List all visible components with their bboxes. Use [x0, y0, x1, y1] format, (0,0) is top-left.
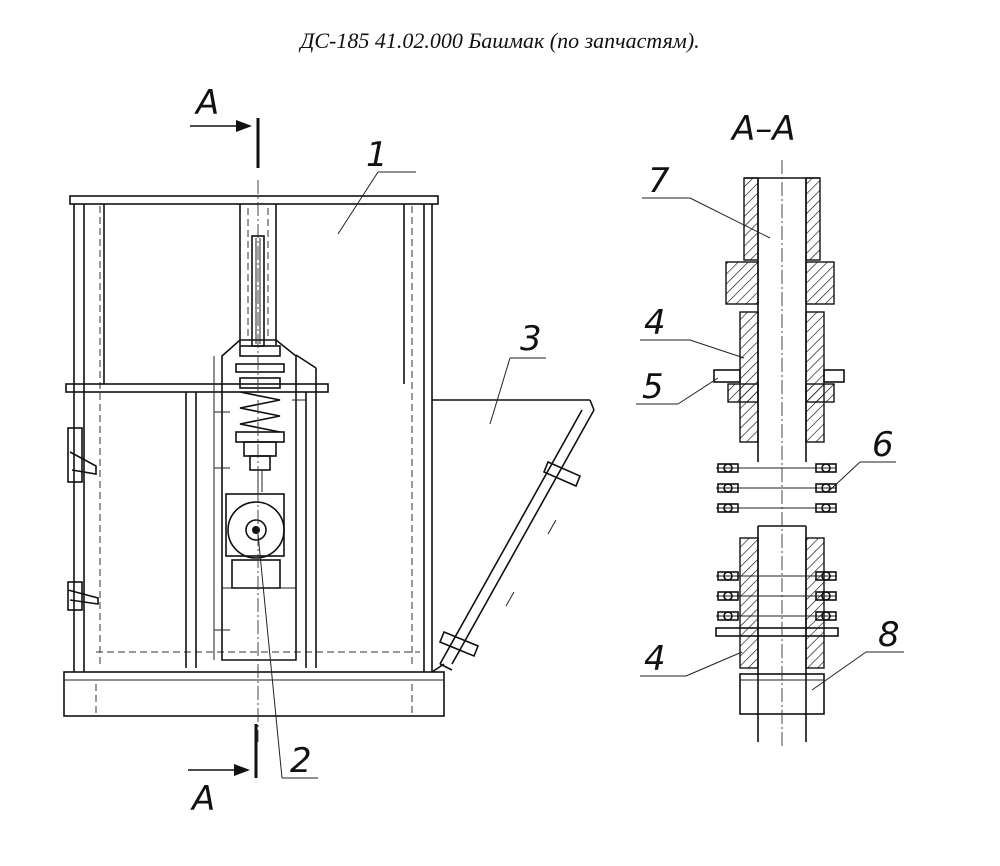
callout-4-lower: 4 [644, 639, 666, 679]
spring-bottom-washer [235, 431, 285, 443]
chute-clamp-upper [542, 460, 582, 488]
section-view [636, 160, 904, 748]
mechanism-housing [221, 339, 297, 661]
nut-block-right [805, 261, 835, 305]
callout-5: 5 [642, 367, 664, 407]
section-view-title: А–А [730, 109, 796, 149]
coupling-lower-left [739, 537, 759, 669]
section-marker-top: А [194, 83, 219, 123]
callout-4-upper: 4 [644, 303, 666, 343]
bolt-group-lower [715, 571, 839, 637]
left-hook-upper [69, 451, 97, 475]
roller-axle [252, 526, 260, 534]
roller-wheel [227, 501, 285, 559]
left-bracket-lower [67, 581, 83, 611]
coupling-lower-right [805, 537, 825, 669]
callout-3: 3 [520, 319, 542, 359]
callout-2: 2 [290, 741, 312, 781]
chute-slope-inner [439, 409, 583, 665]
nut-block-left [725, 261, 759, 305]
callout-8: 8 [878, 615, 900, 655]
bolt-group-upper [716, 463, 837, 513]
drawing-title: ДС-185 41.02.000 Башмак (по запчастям). [300, 28, 700, 53]
left-bracket-upper [67, 427, 83, 483]
top-flange [69, 195, 439, 205]
callout-1: 1 [366, 135, 388, 175]
base-plate [63, 671, 445, 717]
callout-6: 6 [872, 425, 894, 465]
chute-slope-outer [451, 409, 595, 665]
section-marker-bottom: А [190, 779, 215, 819]
chute-clamp-lower [438, 630, 480, 658]
roller-housing [225, 493, 285, 557]
coupling-upper-left [739, 311, 759, 443]
spring-top-washer [239, 345, 281, 357]
middle-belt [65, 383, 329, 393]
callout-7: 7 [648, 161, 670, 201]
pin-5 [713, 369, 741, 383]
coupling-upper-right [805, 311, 825, 443]
compression-spring [239, 391, 281, 433]
main-view [63, 118, 595, 779]
